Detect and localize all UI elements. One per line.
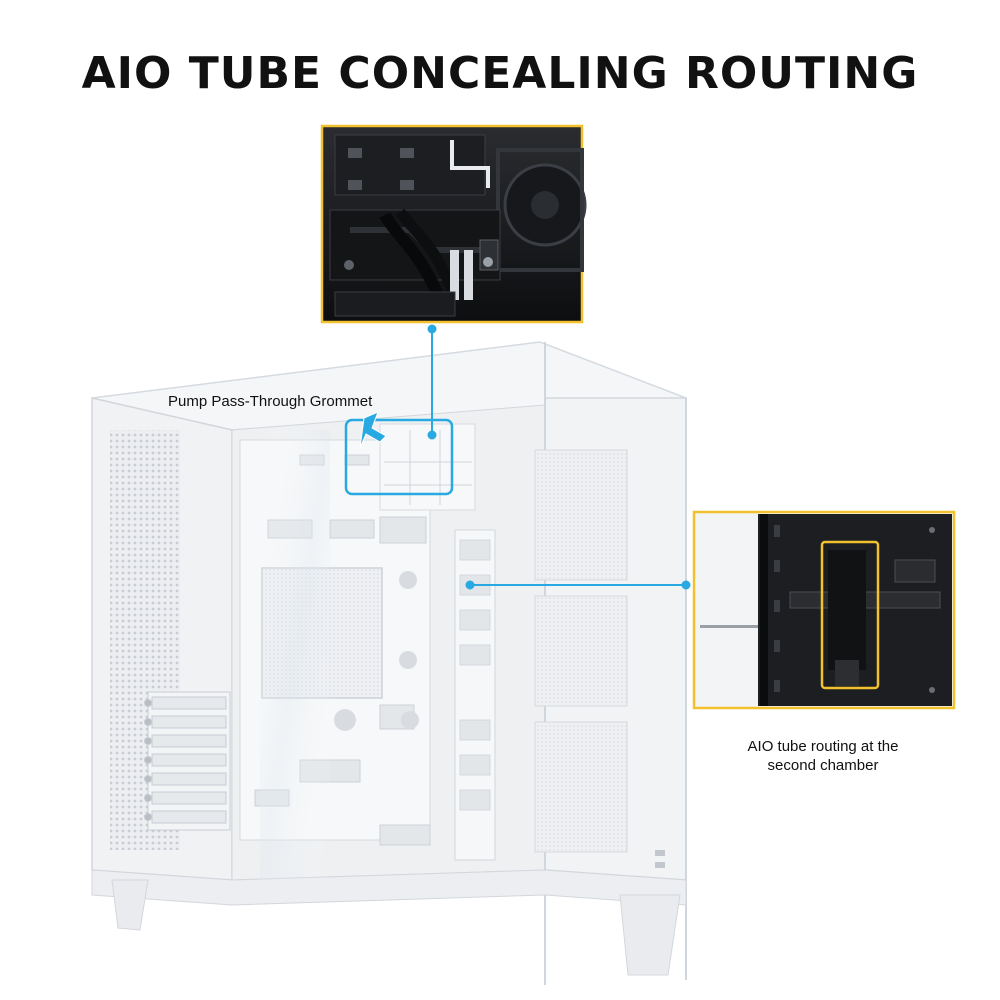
callout-connectors: [344, 324, 691, 590]
front-foot: [111, 879, 149, 931]
pump-pass-through-grommet-panel: [379, 423, 476, 511]
routing-label-line-2: second chamber: [767, 757, 879, 774]
side-fan-filter-bottom: [534, 721, 628, 853]
rear-foot: [619, 894, 681, 976]
side-fan-filter-top: [534, 449, 628, 581]
pc-case: [91, 341, 687, 985]
inset-right-photo: [692, 510, 956, 710]
side-fan-filter-middle: [534, 595, 628, 707]
grommet-arrow-icon: [359, 411, 387, 449]
grommet-label: Pump Pass-Through Grommet: [168, 393, 373, 410]
inset-top-photo: [320, 124, 587, 324]
routing-label-line-1: AIO tube routing at the: [747, 738, 899, 755]
grommet-highlight-box: [344, 418, 454, 496]
pcie-slots: [144, 691, 231, 831]
routing-label: AIO tube routing at the second chamber: [700, 737, 946, 775]
page-title: AIO TUBE CONCEALING ROUTING: [81, 48, 919, 99]
